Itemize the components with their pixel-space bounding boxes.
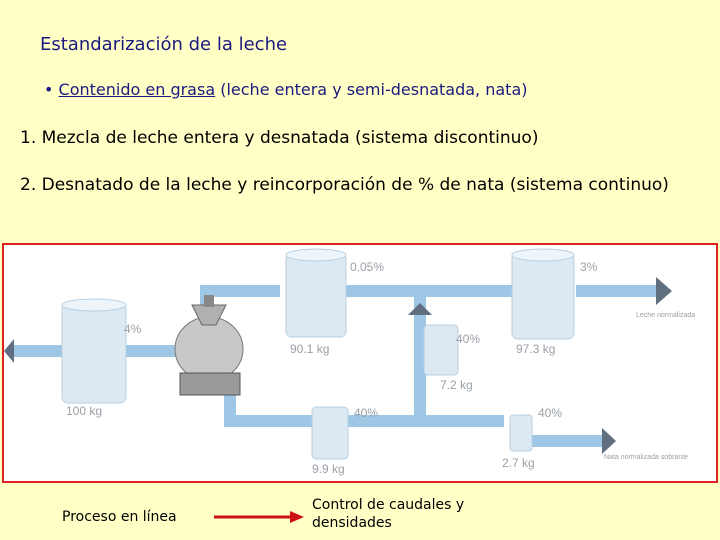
bullet-fat-content: • Contenido en grasa (leche entera y sem… — [44, 80, 527, 99]
std-pct-label: 3% — [580, 260, 598, 274]
surplus-mass-label: 2.7 kg — [502, 456, 535, 470]
bullet-marker: • — [44, 80, 54, 99]
whole-milk-tank — [61, 302, 127, 404]
skim-pipe-b — [344, 285, 514, 297]
std-out-label: Leche normalizada — [636, 312, 695, 319]
tank1-pct-label: 4% — [124, 322, 142, 336]
inlet-pipe — [14, 345, 64, 357]
inlet-arrow — [4, 339, 14, 363]
skim-pipe-a — [200, 285, 280, 297]
legend-flow-control: Control de caudales y densidades — [312, 497, 465, 531]
list-item-2: 2. Desnatado de la leche y reincorporaci… — [20, 175, 669, 195]
std-out-arrow — [656, 277, 672, 305]
feed-pipe — [124, 345, 184, 357]
std-out-pipe — [576, 285, 656, 297]
legend-inline-process: Proceso en línea — [62, 509, 177, 525]
cream-vessel — [423, 324, 459, 376]
skim-milk-tank — [285, 252, 347, 338]
surplus-cream-tank — [509, 414, 533, 452]
bullet-emphasis: Contenido en grasa — [58, 80, 216, 99]
list-item-1: 1. Mezcla de leche entera y desnatada (s… — [20, 128, 539, 148]
bullet-rest: (leche entera y semi-desnatada, nata) — [220, 80, 528, 99]
surplus-pct-label: 40% — [538, 406, 562, 420]
cream-mass-label: 7.2 kg — [440, 378, 473, 392]
cream-tank-mass-label: 9.9 kg — [312, 462, 345, 476]
cream-tank-pct-label: 40% — [354, 406, 378, 420]
tank1-mass-label: 100 kg — [66, 404, 102, 418]
process-diagram-svg: 4% 100 kg 0.05% 90.1 kg 40% 7.2 kg 3% 97… — [4, 248, 695, 476]
skim-mass-label: 90.1 kg — [290, 342, 329, 356]
cream-pipe-a — [224, 415, 314, 427]
skim-pct-label: 0.05% — [350, 260, 384, 274]
std-mass-label: 97.3 kg — [516, 342, 555, 356]
tanks — [61, 248, 575, 460]
slide-title: Estandarización de la leche — [40, 34, 288, 55]
legend-arrow-icon — [214, 511, 304, 523]
standardized-milk-tank — [511, 252, 575, 340]
process-diagram: 4% 100 kg 0.05% 90.1 kg 40% 7.2 kg 3% 97… — [2, 243, 718, 483]
surplus-out-arrow — [602, 428, 616, 454]
cream-pct-label: 40% — [456, 332, 480, 346]
surplus-out-label: Nata normalizada sobrante — [604, 454, 688, 461]
cream-tank — [311, 406, 349, 460]
cream-pipe-b — [344, 415, 504, 427]
separator-icon — [174, 295, 244, 396]
cream-riser — [414, 297, 426, 415]
cream-riser-arrow — [408, 303, 432, 315]
surplus-out-pipe — [532, 435, 602, 447]
